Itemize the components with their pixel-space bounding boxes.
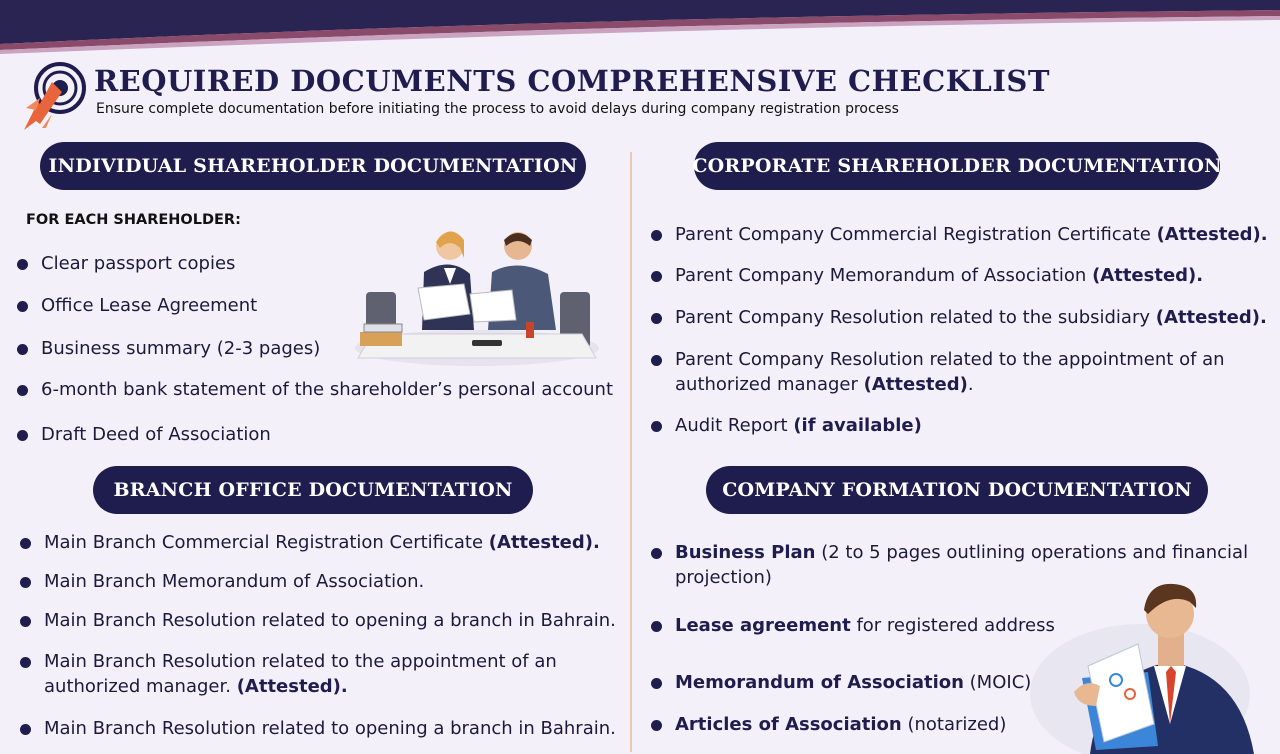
individual-section-heading: INDIVIDUAL SHAREHOLDER DOCUMENTATION [40,142,586,190]
column-divider [630,152,632,752]
list-item: Office Lease Agreement [16,295,258,316]
list-item: 6-month bank statement of the shareholde… [16,379,614,400]
page-title: REQUIRED DOCUMENTS COMPREHENSIVE CHECKLI… [94,64,1050,98]
list-item: Clear passport copies [16,253,236,274]
list-item: Main Branch Memorandum of Association. [19,571,425,592]
list-item: Business summary (2-3 pages) [16,338,321,359]
rocket-icon [24,62,86,130]
list-item: Business Plan (2 to 5 pages outlining op… [650,542,1249,588]
list-item: Lease agreement for registered address [651,615,1055,636]
businessman-illustration [1030,583,1254,754]
list-item: Parent Company Memorandum of Association… [650,265,1204,286]
page-subtitle: Ensure complete documentation before ini… [96,101,899,117]
office-meeting-illustration [355,231,599,366]
list-item: Audit Report (if available) [651,415,922,436]
list-item: Parent Company Resolution related to the… [651,307,1267,328]
top-wave-band [0,0,1280,54]
branch-section-heading: BRANCH OFFICE DOCUMENTATION [93,466,533,514]
formation-section-heading: COMPANY FORMATION DOCUMENTATION [706,466,1208,514]
for-each-shareholder-label: FOR EACH SHAREHOLDER: [26,212,241,228]
list-item: Parent Company Resolution related to the… [651,349,1225,395]
list-item: Memorandum of Association (MOIC) [650,672,1032,693]
list-item: Main Branch Commercial Registration Cert… [20,532,600,553]
list-item: Main Branch Resolution related to openin… [20,610,616,631]
list-item: Draft Deed of Association [17,424,271,445]
list-item: Main Branch Resolution related to the ap… [20,651,557,697]
list-item: Articles of Association (notarized) [650,714,1007,735]
list-item: Main Branch Resolution related to openin… [20,718,616,739]
corporate-section-heading: CORPORATE SHAREHOLDER DOCUMENTATION [692,142,1221,190]
list-item: Parent Company Commercial Registration C… [651,224,1268,245]
